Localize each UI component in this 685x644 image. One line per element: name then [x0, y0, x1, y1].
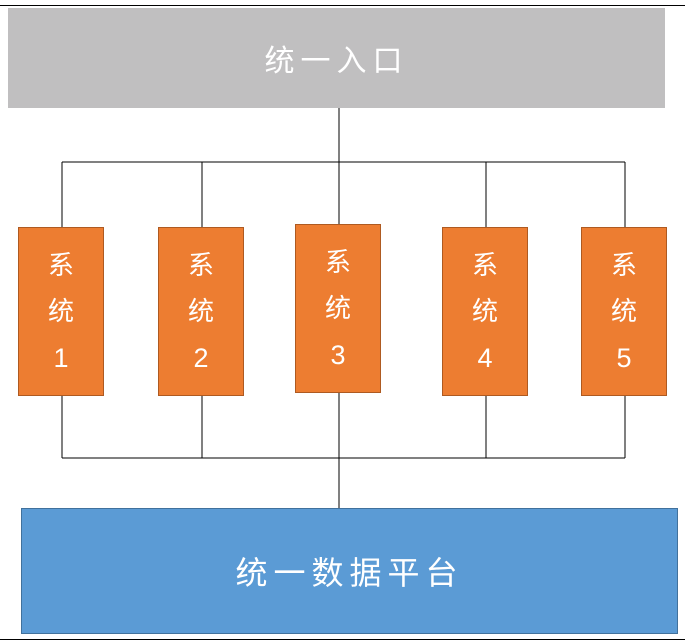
- system-box-2: 系 统 2: [158, 227, 244, 396]
- system-4-number: 4: [477, 342, 493, 373]
- system-3-char-2: 统: [324, 293, 351, 324]
- system-5-char-1: 系: [610, 250, 637, 281]
- system-box-1: 系 统 1: [18, 227, 104, 396]
- system-4-char-1: 系: [471, 250, 498, 281]
- system-3-number: 3: [330, 339, 346, 370]
- system-5-number: 5: [616, 342, 632, 373]
- system-5-char-2: 统: [610, 296, 637, 327]
- system-2-char-1: 系: [187, 250, 214, 281]
- system-1-number: 1: [53, 342, 69, 373]
- system-1-char-1: 系: [47, 250, 74, 281]
- system-1-char-2: 统: [47, 296, 74, 327]
- bottom-border-line: [0, 639, 685, 640]
- system-3-char-1: 系: [324, 247, 351, 278]
- unified-entry-box: 统一入口: [8, 8, 665, 108]
- top-border-line: [0, 5, 685, 6]
- system-box-5: 系 统 5: [581, 227, 667, 396]
- unified-entry-label: 统一入口: [264, 44, 409, 79]
- system-2-number: 2: [193, 342, 209, 373]
- unified-data-platform-box: 统一数据平台: [21, 508, 678, 634]
- system-4-char-2: 统: [471, 296, 498, 327]
- system-box-4: 系 统 4: [442, 227, 528, 396]
- system-box-3: 系 统 3: [295, 224, 381, 393]
- unified-data-platform-label: 统一数据平台: [235, 554, 464, 592]
- system-2-char-2: 统: [187, 296, 214, 327]
